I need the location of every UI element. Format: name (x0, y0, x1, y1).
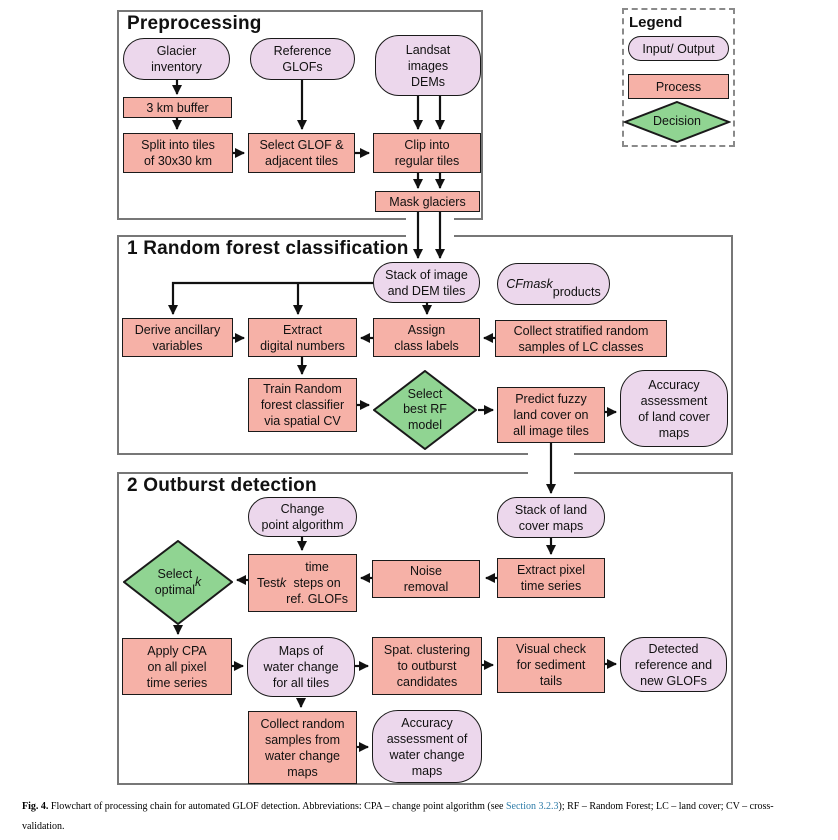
select-k-pre: Select optimal (154, 566, 196, 597)
legend-decision-label: Decision (653, 114, 701, 129)
node-detected-glofs: Detected reference and new GLOFs (620, 637, 727, 692)
node-accuracy-water-change: Accuracy assessment of water change maps (372, 710, 482, 783)
select-best-rf-label: Select best RF model (403, 386, 447, 432)
node-glacier-inventory: Glacier inventory (123, 38, 230, 80)
outburst-detection-section-frame (117, 472, 733, 785)
node-extract-digital-numbers: Extract digital numbers (248, 318, 357, 357)
caption-text-before-link: Flowchart of processing chain for automa… (48, 801, 506, 812)
caption-text-after-link: ); RF – Random Forest; LC – land cover; … (558, 801, 774, 812)
legend-decision-shape: Decision (623, 101, 731, 143)
node-stack-land-cover: Stack of land cover maps (497, 497, 605, 538)
legend-process-shape: Process (628, 74, 729, 99)
node-collect-random-samples: Collect random samples from water change… (248, 711, 357, 784)
node-3km-buffer: 3 km buffer (123, 97, 232, 118)
preprocessing-title: Preprocessing (127, 13, 262, 34)
cfmask-italic: CFmask (506, 277, 553, 291)
caption-line2: validation. (22, 821, 65, 832)
decision-diamond-icon (373, 370, 477, 450)
node-predict-fuzzy-land-cover: Predict fuzzy land cover on all image ti… (497, 387, 605, 443)
legend-input-output-shape: Input/ Output (628, 36, 729, 61)
node-spatial-clustering: Spat. clustering to outburst candidates (372, 637, 482, 695)
figure-caption: Fig. 4. Flowchart of processing chain fo… (22, 797, 830, 837)
node-select-optimal-k: Select optimal k (123, 540, 233, 625)
outburst-detection-title: 2 Outburst detection (127, 475, 317, 496)
node-apply-cpa: Apply CPA on all pixel time series (122, 638, 232, 695)
legend-frame (622, 8, 735, 147)
rf-classification-title: 1 Random forest classification (127, 238, 409, 259)
node-collect-stratified-samples: Collect stratified random samples of LC … (495, 320, 667, 357)
node-cfmask-products: CFmask products (497, 263, 610, 305)
preprocessing-section-frame (117, 10, 483, 220)
select-optimal-k-label: Select optimal k (123, 540, 233, 625)
test-k-pre: Test (256, 576, 280, 590)
node-clip-tiles: Clip into regular tiles (373, 133, 481, 173)
test-k-italic: k (279, 576, 287, 590)
section-3-2-3-link[interactable]: Section 3.2.3 (505, 801, 559, 812)
node-visual-check: Visual check for sediment tails (497, 637, 605, 693)
legend-diamond-icon (623, 101, 731, 143)
caption-fig-label: Fig. 4. (22, 801, 49, 812)
node-test-k-time-steps: Test k time steps on ref. GLOFs (248, 554, 357, 612)
node-mask-glaciers: Mask glaciers (375, 191, 480, 212)
node-select-best-rf-model: Select best RF model (373, 370, 477, 450)
node-landsat-images-dems: Landsat images DEMs (375, 35, 481, 96)
node-reference-glofs: Reference GLOFs (250, 38, 355, 80)
node-stack-image-dem: Stack of image and DEM tiles (373, 262, 480, 303)
node-train-rf: Train Random forest classifier via spati… (248, 378, 357, 432)
node-maps-water-change: Maps of water change for all tiles (247, 637, 355, 697)
caption-line1: Fig. 4. Flowchart of processing chain fo… (22, 801, 774, 812)
legend-title: Legend (629, 14, 683, 31)
select-k-italic: k (195, 574, 202, 589)
cfmask-rest: products (552, 285, 601, 299)
node-noise-removal: Noise removal (372, 560, 480, 598)
node-split-tiles: Split into tiles of 30x30 km (123, 133, 233, 173)
test-k-post: time steps on ref. GLOFs (286, 560, 348, 606)
node-extract-pixel-time-series: Extract pixel time series (497, 558, 605, 598)
node-select-glof-tiles: Select GLOF & adjacent tiles (248, 133, 355, 173)
node-accuracy-land-cover: Accuracy assessment of land cover maps (620, 370, 728, 447)
node-change-point-algorithm: Change point algorithm (248, 497, 357, 537)
node-assign-class-labels: Assign class labels (373, 318, 480, 357)
node-derive-ancillary: Derive ancillary variables (122, 318, 233, 357)
decision-diamond-icon (123, 540, 233, 625)
